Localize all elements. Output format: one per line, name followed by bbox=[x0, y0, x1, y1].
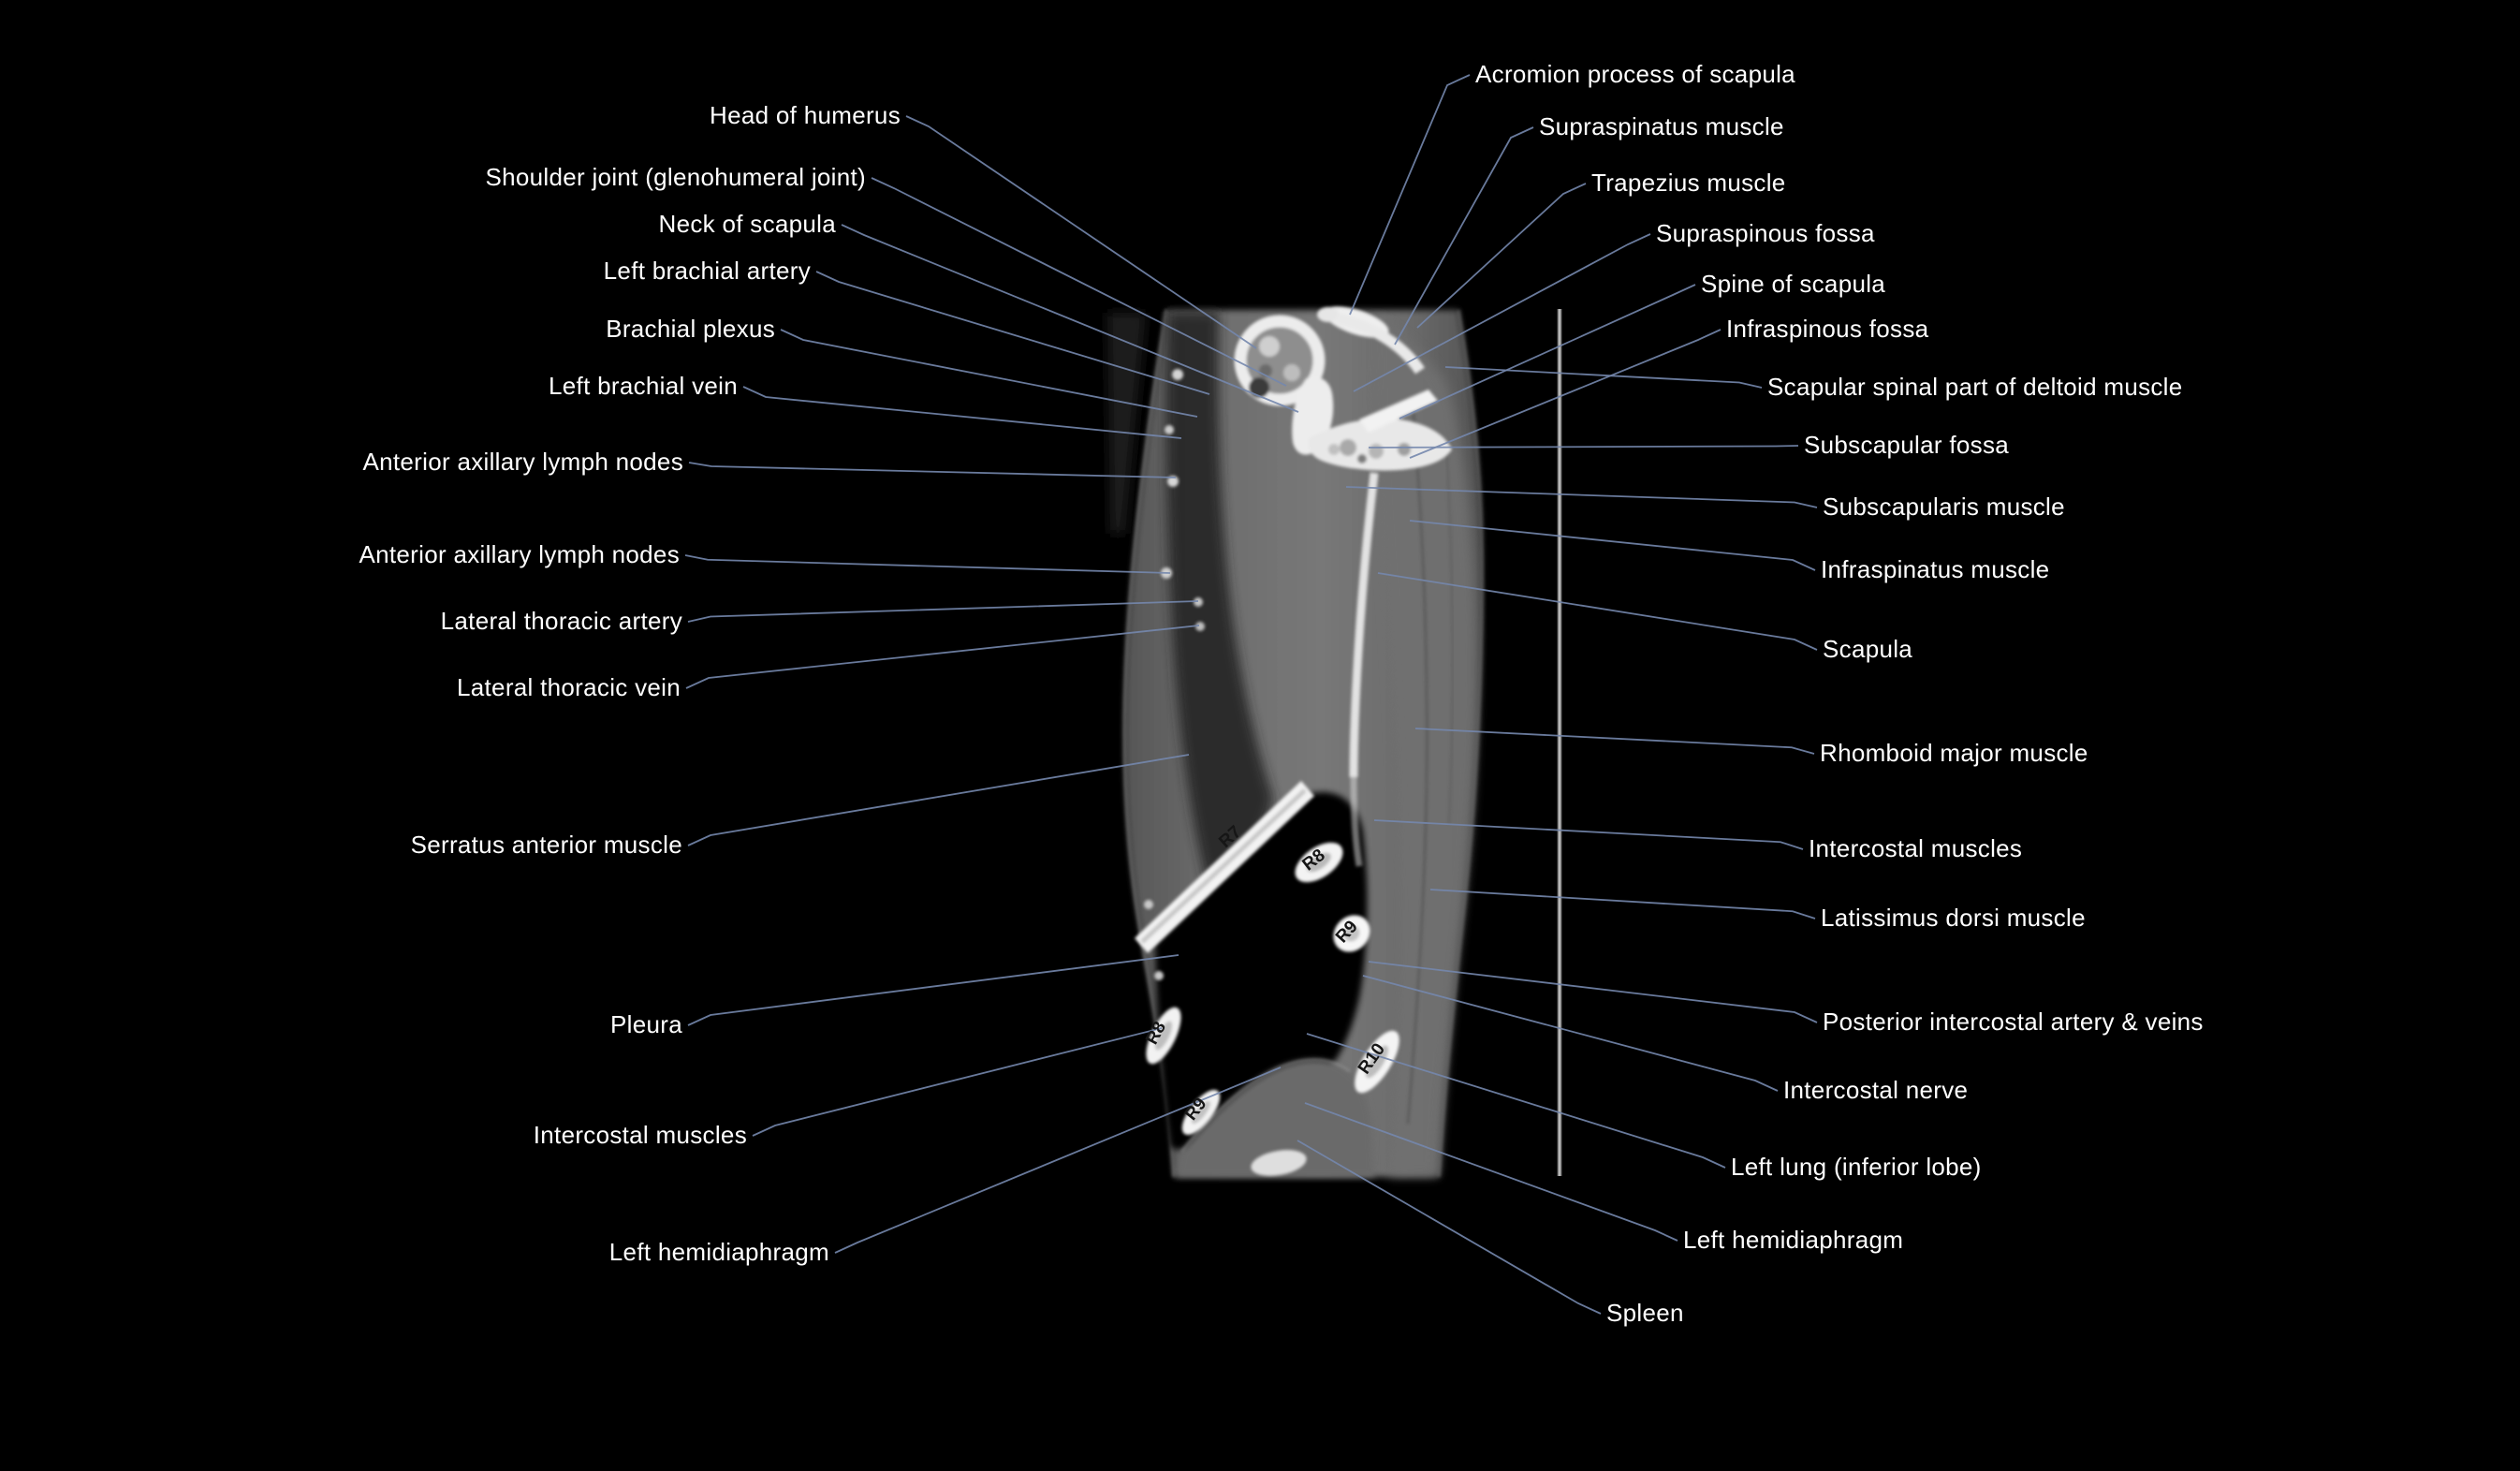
anatomy-label: Rhomboid major muscle bbox=[1820, 739, 2088, 768]
leader-line bbox=[1399, 284, 1696, 419]
anatomy-label: Scapula bbox=[1823, 635, 1913, 664]
leader-line bbox=[687, 600, 1199, 623]
leader-line bbox=[742, 386, 1182, 439]
leader-line bbox=[841, 224, 1299, 413]
anatomy-label: Left hemidiaphragm bbox=[608, 1238, 829, 1267]
leader-line bbox=[684, 554, 1171, 574]
anatomy-label: Posterior intercostal artery & veins bbox=[1823, 1008, 2204, 1037]
anatomy-label: Intercostal muscles bbox=[533, 1121, 747, 1150]
leader-line bbox=[1297, 1140, 1602, 1315]
leader-line bbox=[1368, 961, 1818, 1023]
anatomy-label: Trapezius muscle bbox=[1591, 169, 1786, 198]
leader-line bbox=[815, 271, 1210, 395]
leader-line bbox=[1409, 329, 1722, 459]
leader-line bbox=[687, 754, 1190, 846]
leader-line bbox=[1394, 126, 1534, 346]
leader-line bbox=[685, 625, 1200, 689]
anatomy-label: Left brachial vein bbox=[549, 372, 738, 401]
anatomy-label: Pleura bbox=[610, 1010, 682, 1039]
leader-line bbox=[780, 329, 1198, 418]
anatomy-label: Infraspinous fossa bbox=[1726, 315, 1929, 344]
leader-line bbox=[1373, 819, 1804, 850]
anatomy-label: Head of humerus bbox=[710, 101, 901, 130]
leader-line bbox=[1444, 366, 1763, 389]
anatomy-label: Infraspinatus muscle bbox=[1821, 555, 2050, 584]
leader-line bbox=[1306, 1033, 1726, 1169]
anatomy-label: Anterior axillary lymph nodes bbox=[359, 540, 680, 569]
anatomy-label: Left lung (inferior lobe) bbox=[1731, 1153, 1982, 1182]
leader-line bbox=[1349, 74, 1471, 316]
anatomy-label: Anterior axillary lymph nodes bbox=[362, 448, 683, 477]
anatomy-label: Spine of scapula bbox=[1701, 270, 1886, 299]
anatomy-label: Lateral thoracic vein bbox=[457, 673, 681, 702]
anatomy-label: Supraspinous fossa bbox=[1656, 219, 1875, 248]
leader-line bbox=[1345, 486, 1818, 508]
leader-line bbox=[1414, 728, 1815, 755]
leader-line bbox=[1353, 233, 1651, 392]
anatomy-label: Lateral thoracic artery bbox=[440, 607, 682, 636]
anatomy-label: Spleen bbox=[1606, 1299, 1684, 1328]
leader-line bbox=[1429, 889, 1816, 919]
leader-line bbox=[871, 177, 1287, 387]
ct-bones bbox=[1135, 306, 1452, 1176]
leader-line bbox=[1416, 183, 1587, 329]
leader-line bbox=[1368, 445, 1799, 449]
anatomy-label: Intercostal nerve bbox=[1783, 1076, 1969, 1105]
anatomy-label: Serratus anterior muscle bbox=[410, 831, 682, 860]
leader-line bbox=[905, 115, 1257, 349]
leader-line bbox=[1409, 520, 1816, 571]
anatomy-label: Neck of scapula bbox=[658, 210, 836, 239]
anatomy-label: Subscapular fossa bbox=[1804, 431, 2010, 460]
anatomy-label: Shoulder joint (glenohumeral joint) bbox=[485, 163, 866, 192]
leader-line bbox=[1362, 975, 1779, 1092]
anatomy-label: Intercostal muscles bbox=[1809, 834, 2023, 863]
leader-line bbox=[688, 462, 1177, 478]
anatomy-label: Left hemidiaphragm bbox=[1683, 1226, 1904, 1255]
leader-line bbox=[1377, 572, 1818, 651]
leader-line bbox=[687, 954, 1179, 1026]
leader-lines bbox=[684, 74, 1818, 1315]
anatomy-label: Left brachial artery bbox=[603, 257, 811, 286]
anatomy-label: Latissimus dorsi muscle bbox=[1821, 904, 2086, 933]
anatomy-label: Supraspinatus muscle bbox=[1539, 112, 1784, 141]
anatomy-label: Scapular spinal part of deltoid muscle bbox=[1767, 373, 2183, 402]
anatomy-label: Subscapularis muscle bbox=[1823, 493, 2065, 522]
leader-line bbox=[834, 1066, 1282, 1254]
anatomy-label: Acromion process of scapula bbox=[1475, 60, 1795, 89]
ct-torso-tissue bbox=[1107, 309, 1485, 1178]
anatomy-label: Brachial plexus bbox=[606, 315, 775, 344]
leader-line bbox=[1304, 1102, 1678, 1242]
leader-line bbox=[752, 1027, 1163, 1137]
